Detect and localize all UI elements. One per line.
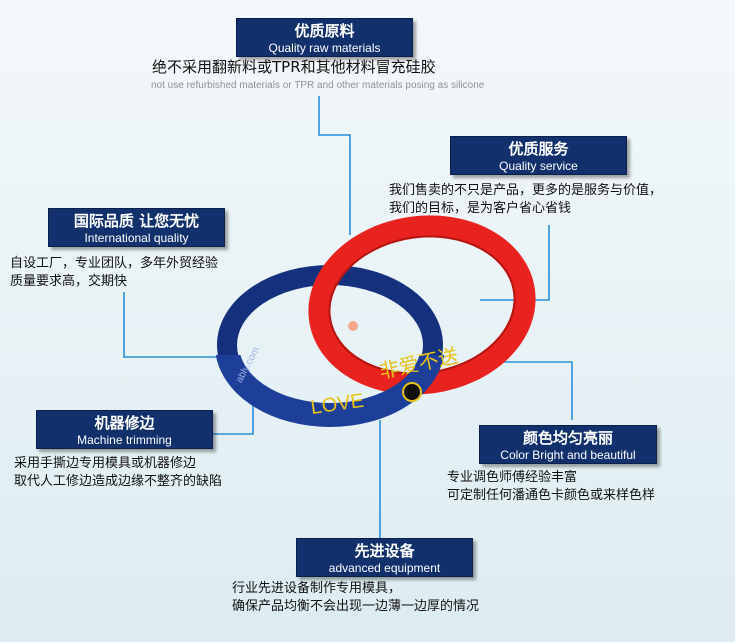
machine-trimming-title: 机器修边 [94, 414, 155, 432]
international-quality-desc-2: 质量要求高，交期快 [10, 274, 128, 289]
machine-trimming-desc-1: 采用手撕边专用模具或机器修边 [14, 456, 197, 471]
quality-raw-materials-desc: 绝不采用翻新料或TPR和其他材料冒充硅胶 [152, 58, 436, 76]
color-bright-title: 颜色均匀亮丽 [522, 429, 613, 447]
machine-trimming-subtitle: Machine trimming [77, 433, 172, 447]
connector-raw-materials [318, 96, 351, 235]
international-quality-label: 国际品质 让您无忧 International quality [48, 208, 225, 247]
connector-international [123, 292, 225, 358]
connector-service [480, 225, 550, 301]
international-quality-title: 国际品质 让您无忧 [73, 212, 200, 230]
color-bright-subtitle: Color Bright and beautiful [500, 448, 636, 462]
machine-trimming-desc-2: 取代人工修边造成边缘不整齐的缺陷 [14, 474, 223, 489]
machine-trimming-label: 机器修边 Machine trimming [36, 410, 213, 449]
quality-raw-materials-label: 优质原料 Quality raw materials [236, 18, 413, 57]
quality-service-desc-1: 我们售卖的不只是产品，更多的是服务与价值， [389, 183, 663, 198]
international-quality-desc-1: 自设工厂，专业团队，多年外贸经验 [10, 256, 219, 271]
advanced-equipment-label: 先进设备 advanced equipment [296, 538, 473, 577]
color-bright-label: 颜色均匀亮丽 Color Bright and beautiful [479, 425, 657, 464]
quality-raw-materials-title: 优质原料 [294, 22, 355, 40]
quality-service-label: 优质服务 Quality service [450, 136, 627, 175]
advanced-equipment-subtitle: advanced equipment [328, 561, 441, 575]
red-wristband [308, 215, 536, 395]
color-bright-desc-2: 可定制任何潘通色卡颜色或来样色样 [447, 488, 656, 503]
advanced-equipment-desc-2: 确保产品均衡不会出现一边薄一边厚的情况 [232, 599, 480, 614]
advanced-equipment-desc-1: 行业先进设备制作专用模具， [232, 581, 402, 596]
blue-wristband-front [215, 355, 445, 427]
quality-service-desc-2: 我们的目标，是为客户省心省钱 [389, 201, 572, 216]
international-quality-subtitle: International quality [84, 231, 189, 245]
connector-color [480, 361, 573, 420]
advanced-equipment-title: 先进设备 [354, 542, 415, 560]
color-bright-desc-1: 专业调色师傅经验丰富 [447, 470, 578, 485]
quality-raw-materials-desc-en: not use refurbished materials or TPR and… [151, 80, 485, 91]
connector-machine [200, 400, 254, 435]
quality-service-title: 优质服务 [508, 140, 569, 158]
quality-raw-materials-subtitle: Quality raw materials [268, 41, 381, 55]
quality-service-subtitle: Quality service [499, 159, 578, 173]
